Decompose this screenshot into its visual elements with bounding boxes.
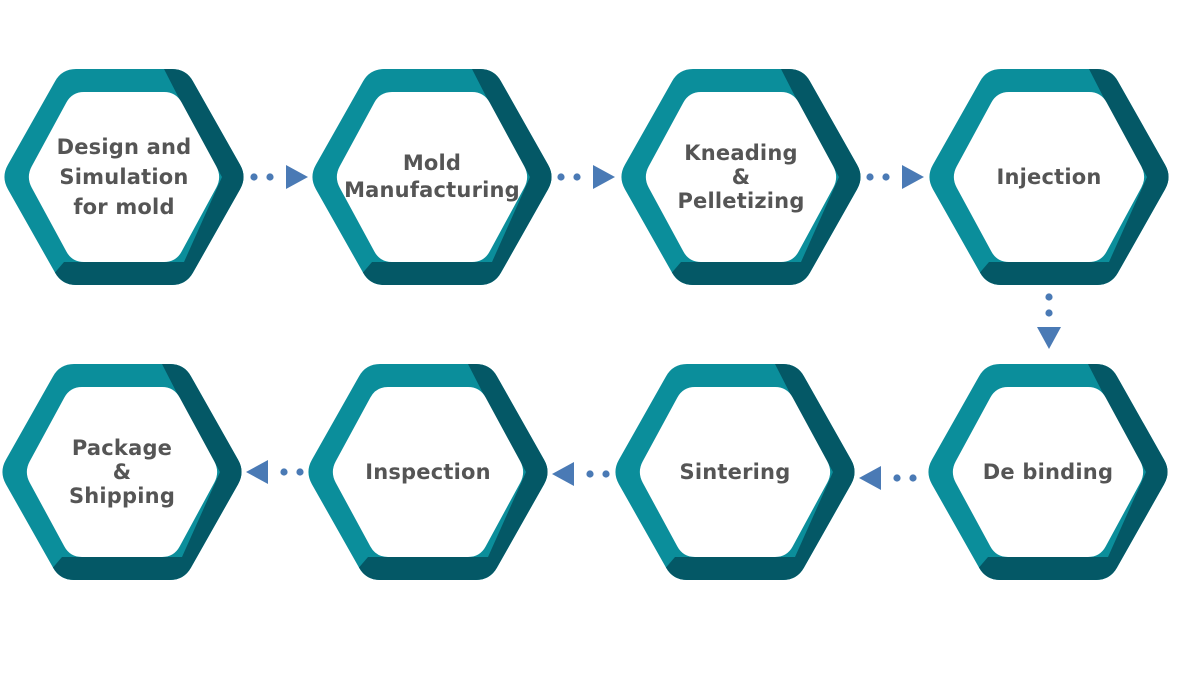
step-label-line: Package [71,436,173,460]
hexagon-inner [953,92,1145,262]
step-label-kneading: Kneading&Pelletizing [651,107,831,247]
arrow-down-icon [1037,327,1061,349]
step-label-line: De binding [982,459,1114,484]
hexagon-inner [336,92,528,262]
step-label-line: Simulation [59,165,189,189]
arrow-left-icon [859,466,881,490]
step-hexagon-sintering [615,364,855,580]
connector-kneading-to-injection [866,165,924,189]
arrow-right-icon [286,165,308,189]
hexagon-shadow-band [32,364,242,580]
step-label-injection: Injection [959,107,1139,247]
connector-sintering-to-inspection [552,462,610,486]
connector-dot [586,470,594,478]
hexagon-inner [645,92,837,262]
step-label-line: Manufacturing [344,178,520,202]
step-label-debinding: De binding [958,402,1138,542]
connector-dot [266,173,274,181]
connector-inspection-to-package [246,460,304,484]
connector-dot [250,173,258,181]
connector-dot [602,470,610,478]
step-label-package: Package&Shipping [32,402,212,542]
step-label-line: & [731,165,751,189]
hexagon-inner [952,387,1144,557]
step-hexagon-design [4,69,244,285]
connector-dot [1045,309,1053,317]
connector-dot [882,173,890,181]
connector-dot [280,468,288,476]
step-label-inspection: Inspection [338,402,518,542]
hexagon-shadow-band [34,69,244,285]
step-label-line: Injection [996,164,1102,189]
step-hexagon-injection [929,69,1169,285]
hexagon-shadow-band [342,69,552,285]
step-hexagon-mold [312,69,552,285]
step-hexagon-debinding [928,364,1168,580]
step-hexagon-inspection [308,364,548,580]
connector-dot [866,173,874,181]
connector-debinding-to-sintering [859,466,917,490]
arrow-right-icon [902,165,924,189]
connector-mold-to-kneading [557,165,615,189]
arrow-left-icon [246,460,268,484]
step-label-line: Inspection [365,459,491,484]
hexagon-inner [28,92,220,262]
connector-dot [557,173,565,181]
connector-dot [909,474,917,482]
step-label-line: for mold [73,195,175,219]
arrow-right-icon [593,165,615,189]
hexagon-inner [26,387,218,557]
step-label-line: Pelletizing [677,189,805,213]
step-label-sintering: Sintering [645,402,825,542]
connector-design-to-mold [250,165,308,189]
step-hexagon-kneading [621,69,861,285]
connector-dot [893,474,901,482]
step-label-line: Mold [402,151,462,175]
step-hexagon-package [2,364,242,580]
hexagon-shadow-band [338,364,548,580]
connector-dot [1045,293,1053,301]
connector-dot [296,468,304,476]
hexagon-shadow-band [645,364,855,580]
step-label-line: Shipping [68,484,176,508]
hexagon-shadow-band [959,69,1169,285]
hexagon-inner [332,387,524,557]
step-label-line: Kneading [684,141,798,165]
hexagon-shadow-band [651,69,861,285]
connector-dot [573,173,581,181]
step-label-line: Sintering [679,459,791,484]
arrow-left-icon [552,462,574,486]
hexagon-inner [639,387,831,557]
step-label-line: Design and [56,135,192,159]
connector-injection-to-debinding [1037,293,1061,349]
step-label-line: & [112,460,132,484]
hexagon-shadow-band [958,364,1168,580]
